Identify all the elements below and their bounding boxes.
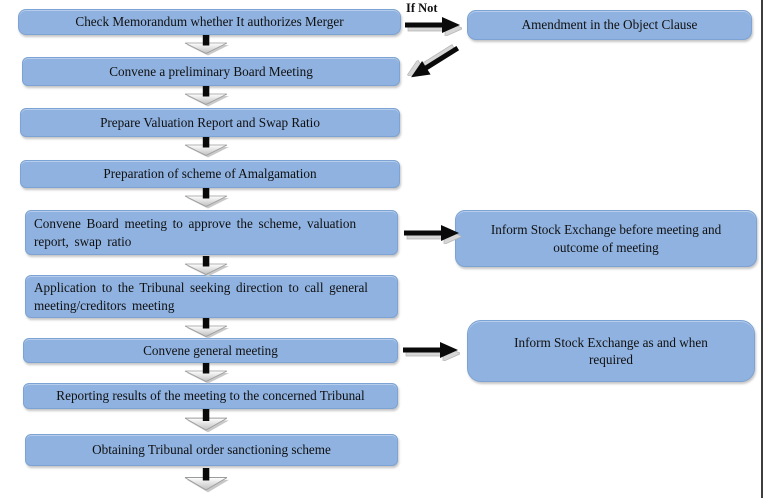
step-tribunal-application: Application to the Tribunal seeking dire… [25,275,398,318]
side-box-inform-stock-exchange-before-meeting: Inform Stock Exchange before meeting and… [455,210,757,267]
down-arrow-icon [184,86,229,107]
step-reporting-results-tribunal: Reporting results of the meeting to the … [23,383,398,409]
right-arrow-icon-general-meeting [403,342,460,361]
step-check-memorandum: Check Memorandum whether It authorizes M… [18,9,401,35]
down-arrow-icon [184,188,229,209]
down-arrow-icon [184,256,229,277]
step-scheme-of-amalgamation: Preparation of scheme of Amalgamation [20,160,400,188]
down-arrow-icon [184,35,229,56]
diagonal-arrow-icon [405,44,460,78]
down-arrow-icon [184,363,229,384]
down-arrow-icon [184,409,229,433]
page-right-border [761,0,763,498]
right-arrow-icon-if-not [405,17,462,36]
step-valuation-report-swap-ratio: Prepare Valuation Report and Swap Ratio [20,108,400,137]
side-box-inform-stock-exchange-when-required: Inform Stock Exchange as and when requir… [467,320,755,382]
down-arrow-icon [184,468,229,493]
step-board-meeting-approve-scheme: Convene Board meeting to approve the sch… [25,210,398,255]
step-tribunal-order-sanction: Obtaining Tribunal order sanctioning sch… [25,434,398,466]
step-preliminary-board-meeting: Convene a preliminary Board Meeting [22,57,400,86]
down-arrow-icon [184,318,229,339]
right-arrow-icon-board-meeting [404,225,461,244]
step-convene-general-meeting: Convene general meeting [23,338,398,363]
down-arrow-icon [184,137,229,158]
side-box-amendment-object-clause: Amendment in the Object Clause [467,10,752,40]
if-not-label: If Not [406,1,438,15]
